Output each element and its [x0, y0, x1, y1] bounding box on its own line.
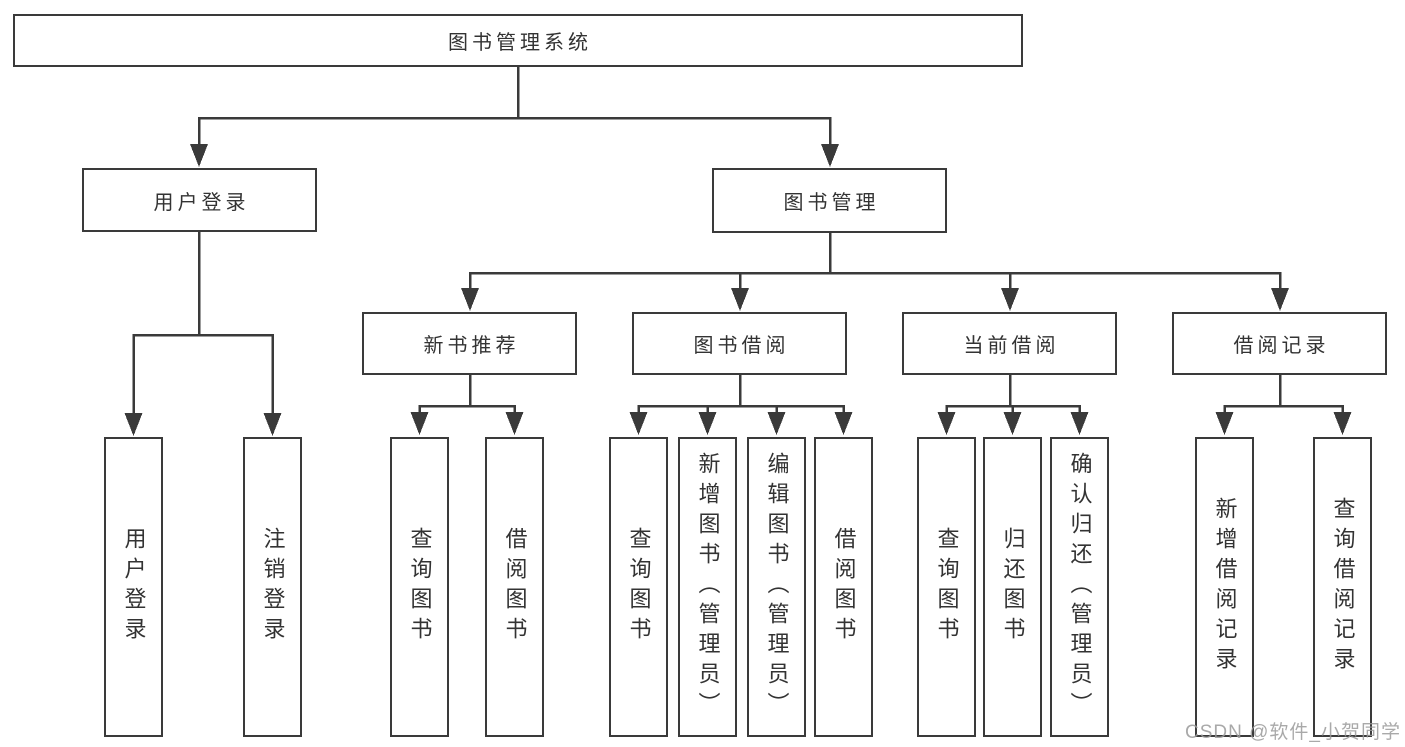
node-label: 当前借阅: [963, 335, 1060, 357]
node-label: 用户登录: [121, 527, 147, 647]
node-label: 图书借阅: [693, 335, 790, 357]
node-label: 查询图书: [934, 527, 960, 647]
watermark-text: CSDN @软件_小贺同学: [1185, 722, 1401, 743]
node-label: 归还图书: [1000, 527, 1026, 647]
node-label: 图书管理系统: [448, 32, 592, 54]
node-label: 新书推荐: [423, 335, 520, 357]
leaf-add-books-admin: 新增图书（管理员）: [678, 437, 737, 737]
connector-user-login: [124, 232, 282, 436]
connector-book-management: [461, 233, 1289, 311]
node-label: 确认归还（管理员）: [1067, 452, 1093, 722]
node-label: 编辑图书（管理员）: [764, 452, 790, 722]
leaf-user-login: 用户登录: [104, 437, 163, 737]
node-new-book-recommend: 新书推荐: [362, 312, 577, 375]
connector-new-book-recommend: [410, 375, 524, 435]
leaf-confirm-return-admin: 确认归还（管理员）: [1050, 437, 1109, 737]
leaf-borrow-books-recommend: 借阅图书: [485, 437, 544, 737]
leaf-add-borrow-record: 新增借阅记录: [1195, 437, 1254, 737]
node-user-login: 用户登录: [82, 168, 317, 232]
leaf-query-books-recommend: 查询图书: [390, 437, 449, 737]
node-label: 用户登录: [153, 191, 250, 214]
node-borrow-records: 借阅记录: [1172, 312, 1387, 375]
node-label: 借阅图书: [502, 527, 528, 647]
connector-borrow-records: [1215, 375, 1352, 435]
leaf-query-books-borrow: 查询图书: [609, 437, 668, 737]
leaf-return-books: 归还图书: [983, 437, 1042, 737]
node-label: 查询图书: [407, 527, 433, 647]
node-label: 借阅记录: [1233, 335, 1330, 357]
node-label: 查询图书: [626, 527, 652, 647]
leaf-query-borrow-record: 查询借阅记录: [1313, 437, 1372, 737]
leaf-logout: 注销登录: [243, 437, 302, 737]
connector-book-borrow: [629, 375, 853, 435]
node-root-system: 图书管理系统: [13, 14, 1023, 67]
node-label: 借阅图书: [831, 527, 857, 647]
node-label: 查询借阅记录: [1330, 497, 1356, 677]
node-label: 新增借阅记录: [1212, 497, 1238, 677]
node-label: 图书管理: [783, 192, 880, 214]
node-label: 新增图书（管理员）: [695, 452, 721, 722]
connector-root: [190, 66, 839, 167]
node-book-borrow: 图书借阅: [632, 312, 847, 375]
node-book-management: 图书管理: [712, 168, 947, 233]
node-current-borrow: 当前借阅: [902, 312, 1117, 375]
node-label: 注销登录: [260, 527, 286, 647]
leaf-borrow-books: 借阅图书: [814, 437, 873, 737]
connector-current-borrow: [937, 375, 1089, 435]
leaf-query-books-current: 查询图书: [917, 437, 976, 737]
leaf-edit-books-admin: 编辑图书（管理员）: [747, 437, 806, 737]
